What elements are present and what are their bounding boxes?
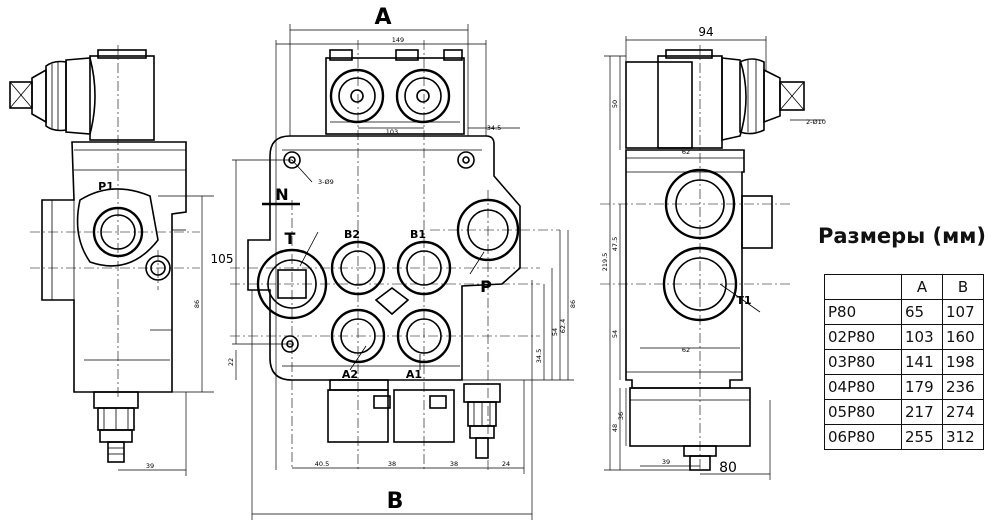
label-B2: B2 xyxy=(344,228,360,241)
table-cell-a: 141 xyxy=(901,349,943,375)
dim-3-phi9: 3-Ø9 xyxy=(318,178,334,186)
table-cell-b: 160 xyxy=(942,324,984,350)
table-cell-b: 236 xyxy=(942,374,984,400)
drawing-labels: A B N T P P1 T1 B2 B1 A2 A1 94 80 105 14… xyxy=(98,5,826,514)
front-view xyxy=(230,24,574,520)
table-cell-b: 274 xyxy=(942,399,984,425)
dim-94: 94 xyxy=(698,25,713,39)
dimensions-table: A B P80 65 107 02P80 103 160 03P80 141 1… xyxy=(824,274,984,450)
table-row: 02P80 103 160 xyxy=(824,324,984,350)
table-cell-b: 107 xyxy=(942,299,984,325)
table-cell-a: 103 xyxy=(901,324,943,350)
dim-48: 48 xyxy=(611,424,619,432)
table-cell-model: P80 xyxy=(824,299,902,325)
table-cell-a: 179 xyxy=(901,374,943,400)
dim-36: 36 xyxy=(617,412,625,420)
table-cell-a: 65 xyxy=(901,299,943,325)
dim-54-right: 54 xyxy=(611,330,619,338)
dim-86-front: 86 xyxy=(569,300,577,308)
table-cell-model: 02P80 xyxy=(824,324,902,350)
label-T: T xyxy=(285,229,296,248)
dim-50: 50 xyxy=(611,100,619,108)
dim-47-5: 47.5 xyxy=(611,237,619,251)
left-side-view xyxy=(9,45,214,476)
table-row: 06P80 255 312 xyxy=(824,424,984,450)
table-cell-a: 255 xyxy=(901,424,943,450)
label-T1: T1 xyxy=(736,294,751,307)
table-cell-model: 03P80 xyxy=(824,349,902,375)
label-B1: B1 xyxy=(410,228,426,241)
table-cell-model: 04P80 xyxy=(824,374,902,400)
dim-62-bottom: 62 xyxy=(682,346,690,354)
dim-34-5-vertical: 34.5 xyxy=(535,349,543,363)
table-row: 03P80 141 198 xyxy=(824,349,984,375)
table-cell-model: 05P80 xyxy=(824,399,902,425)
dim-38-b: 38 xyxy=(450,460,458,468)
dim-40-5: 40.5 xyxy=(315,460,329,468)
label-P: P xyxy=(480,277,492,296)
table-header-row: A B xyxy=(824,274,984,300)
table-row: 05P80 217 274 xyxy=(824,399,984,425)
table-header-model xyxy=(824,274,902,300)
dim-54-front: 54 xyxy=(551,328,559,336)
dim-219-5: 219.5 xyxy=(601,253,609,272)
dimensions-table-title: Размеры (мм) xyxy=(818,224,987,248)
table-cell-b: 198 xyxy=(942,349,984,375)
dim-149: 149 xyxy=(392,36,404,44)
dim-24: 24 xyxy=(502,460,510,468)
dim-label-A: A xyxy=(374,5,391,30)
table-row: 04P80 179 236 xyxy=(824,374,984,400)
dim-38-a: 38 xyxy=(388,460,396,468)
table-row: P80 65 107 xyxy=(824,299,984,325)
dim-62-top: 62 xyxy=(682,148,690,156)
table-cell-b: 312 xyxy=(942,424,984,450)
dim-86-left: 86 xyxy=(193,300,201,308)
label-P1: P1 xyxy=(98,180,114,193)
dim-34-5: 34.5 xyxy=(487,124,501,132)
right-side-view xyxy=(600,36,824,480)
label-A1: A1 xyxy=(406,368,422,381)
dim-22: 22 xyxy=(227,358,235,366)
dim-label-B: B xyxy=(387,489,404,514)
table-cell-model: 06P80 xyxy=(824,424,902,450)
table-header-a: A xyxy=(901,274,943,300)
label-N: N xyxy=(275,185,288,204)
dim-105: 105 xyxy=(211,252,234,266)
dim-39-left: 39 xyxy=(146,462,154,470)
label-A2: A2 xyxy=(342,368,358,381)
table-cell-a: 217 xyxy=(901,399,943,425)
dim-80: 80 xyxy=(719,460,737,476)
dim-2-phi10: 2-Ø10 xyxy=(806,118,826,126)
dim-39-right: 39 xyxy=(662,458,670,466)
dim-103: 103 xyxy=(386,128,398,136)
dim-62-4: 62.4 xyxy=(559,319,567,333)
table-header-b: B xyxy=(942,274,984,300)
